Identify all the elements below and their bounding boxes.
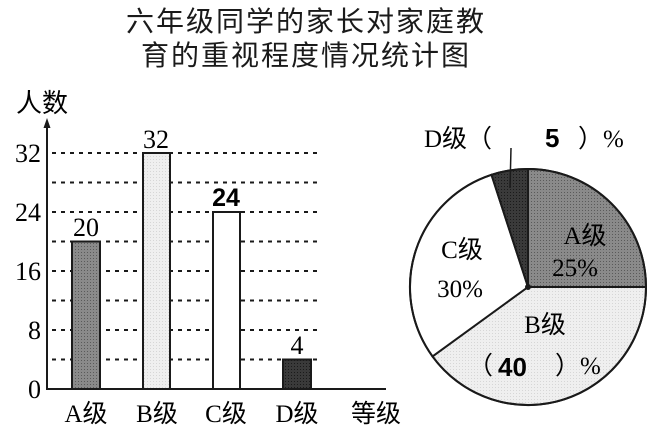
pie-label-b: B级 (524, 311, 566, 339)
y-tick-24: 24 (15, 198, 41, 227)
bar-b (142, 152, 171, 390)
pie-pct-c: 30% (437, 276, 483, 303)
x-label-a: A级 (64, 400, 107, 428)
y-axis-label: 人数 (16, 89, 68, 118)
chart-title-line-2: 育的重视程度情况统计图 (140, 39, 471, 72)
y-axis-arrow-icon (43, 118, 51, 128)
x-tick-labels: A级 B级 C级 D级 (64, 400, 318, 428)
bar-b-value: 32 (143, 125, 169, 154)
y-tick-0: 0 (28, 375, 41, 404)
x-label-c: C级 (205, 400, 247, 428)
y-tick-16: 16 (15, 257, 41, 286)
bar-c (212, 211, 241, 390)
pie-value-d: 5 (545, 123, 559, 153)
bar-c-value: 24 (212, 184, 240, 212)
x-label-d: D级 (275, 400, 318, 428)
y-tick-8: 8 (28, 316, 41, 345)
bar-a (71, 240, 101, 390)
pie-outline (409, 168, 647, 406)
pie-label-d: D级（ (424, 125, 492, 153)
chart-title-line-1: 六年级同学的家长对家庭教 (125, 5, 486, 38)
d-leader-line (509, 147, 512, 189)
pie-value-b: 40 (498, 352, 527, 382)
bar-d-value: 4 (291, 331, 304, 360)
pie-suffix-d: ）% (578, 125, 624, 153)
pie-label-a: A级 (563, 222, 606, 250)
y-tick-labels: 0 8 16 24 32 (15, 139, 41, 404)
bar-chart: 人数 0 8 16 24 32 20 32 (15, 89, 401, 428)
pie-close-b: ）% (555, 352, 601, 380)
bar-d (282, 358, 312, 390)
pie-chart: D级（ 5 ）% A级 25% C级 30% B级 （ 40 ）% (408, 123, 648, 407)
x-label-b: B级 (136, 400, 178, 428)
x-axis-label: 等级 (351, 400, 401, 428)
y-tick-32: 32 (15, 139, 41, 168)
bar-a-value: 20 (73, 213, 99, 242)
pie-open-b: （ (468, 352, 493, 380)
pie-pct-a: 25% (552, 255, 598, 282)
pie-label-c: C级 (441, 236, 483, 264)
pie-center-dot (525, 284, 531, 290)
